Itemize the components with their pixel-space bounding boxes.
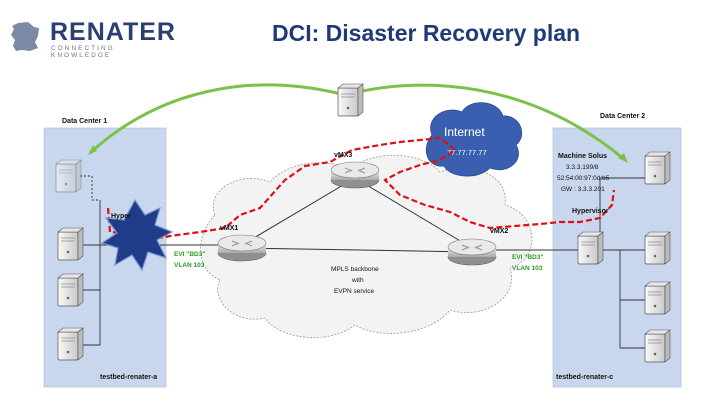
machine-gateway: GW : 3.3.3.201 bbox=[561, 186, 605, 193]
router-vmx3 bbox=[330, 161, 380, 189]
france-map-icon bbox=[11, 22, 39, 51]
dc1-server-icon bbox=[57, 227, 84, 261]
hypervisor-right-label: Hypervisor bbox=[572, 208, 609, 215]
link-vmx3-vmx2 bbox=[354, 177, 473, 249]
vmx2-label: vMX2 bbox=[490, 228, 508, 235]
dc2-hypervisor-server-icon bbox=[577, 231, 604, 265]
dc2-server-icon bbox=[644, 281, 671, 315]
arc-arrow-right-icon bbox=[618, 153, 628, 163]
mpls-line-1: MPLS backbone bbox=[331, 266, 379, 273]
dc1-server-icon bbox=[57, 273, 84, 307]
dc1-footer: testbed-renater-a bbox=[100, 374, 157, 381]
evi-left-vlan: VLAN 103 bbox=[174, 262, 205, 269]
logo-wordmark: RENATER bbox=[50, 18, 176, 46]
vmx1-label: vMX1 bbox=[220, 225, 238, 232]
machine-ip: 3.3.3.199/8 bbox=[566, 164, 599, 171]
internet-cloud: Internet 77.77.77.77 bbox=[425, 102, 523, 177]
link-vmx1-vmx3 bbox=[241, 177, 356, 246]
page-title: DCI: Disaster Recovery plan bbox=[272, 20, 581, 46]
evi-right-name: EVI "BD3" bbox=[512, 254, 543, 261]
vmx3-label: vMX3 bbox=[334, 152, 352, 159]
dc2-server-icon bbox=[644, 329, 671, 363]
evi-left-name: EVI "BD3" bbox=[174, 251, 205, 258]
router-vmx1 bbox=[217, 234, 267, 262]
machine-mac: 52:54:00:97:0d:b5 bbox=[557, 175, 610, 182]
machine-name: Machine Solus bbox=[558, 153, 607, 160]
dc2-server-icon bbox=[644, 151, 671, 185]
mpls-line-3: EVPN service bbox=[334, 288, 374, 295]
dc2-label: Data Center 2 bbox=[600, 113, 645, 120]
link-vmx1-vmx2 bbox=[241, 247, 473, 253]
renater-logo: RENATER CONNECTING KNOWLEDGE bbox=[8, 18, 175, 59]
arc-arrow-left-icon bbox=[88, 145, 97, 155]
hypervisor-left-label: Hyper bbox=[111, 213, 131, 220]
mpls-line-2: with bbox=[351, 277, 364, 284]
internet-label: Internet bbox=[444, 125, 485, 139]
evi-right-vlan: VLAN 103 bbox=[512, 265, 543, 272]
internet-server-icon bbox=[337, 83, 364, 117]
dc1-server-icon bbox=[57, 327, 84, 361]
mpls-cloud bbox=[200, 154, 533, 338]
router-vmx2 bbox=[447, 238, 497, 266]
dc2-footer: testbed-renater-c bbox=[556, 374, 613, 381]
logo-tagline: CONNECTING KNOWLEDGE bbox=[51, 45, 115, 59]
dc1-server-migrated-icon bbox=[55, 159, 82, 193]
dc1-label: Data Center 1 bbox=[62, 118, 107, 125]
internet-ip: 77.77.77.77 bbox=[447, 148, 487, 157]
failure-burst-icon bbox=[100, 198, 174, 272]
dc2-server-icon bbox=[644, 231, 671, 265]
migration-path bbox=[106, 136, 616, 242]
